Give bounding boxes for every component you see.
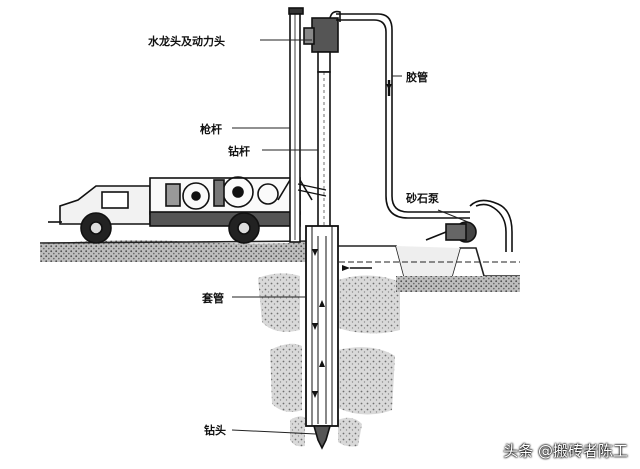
label-drill-rod: 钻杆 xyxy=(228,143,250,159)
label-drill-bit: 钻头 xyxy=(204,422,226,438)
swivel-power-head xyxy=(304,12,340,72)
watermark: 头条 @搬砖者陈工 xyxy=(503,440,628,461)
label-gravel-pump: 砂石泵 xyxy=(406,190,439,206)
label-casing: 套管 xyxy=(202,290,224,306)
casing xyxy=(306,226,338,426)
drill-truck xyxy=(48,177,300,243)
label-swivel-power-head: 水龙头及动力头 xyxy=(148,33,225,49)
label-gun-rod: 枪杆 xyxy=(200,121,222,137)
ground-surface xyxy=(40,240,320,262)
drill-rod xyxy=(298,72,330,238)
label-hose: 胶管 xyxy=(406,69,428,85)
hose xyxy=(336,14,470,218)
drill-bit xyxy=(314,426,330,448)
gravel-pump xyxy=(426,200,512,252)
